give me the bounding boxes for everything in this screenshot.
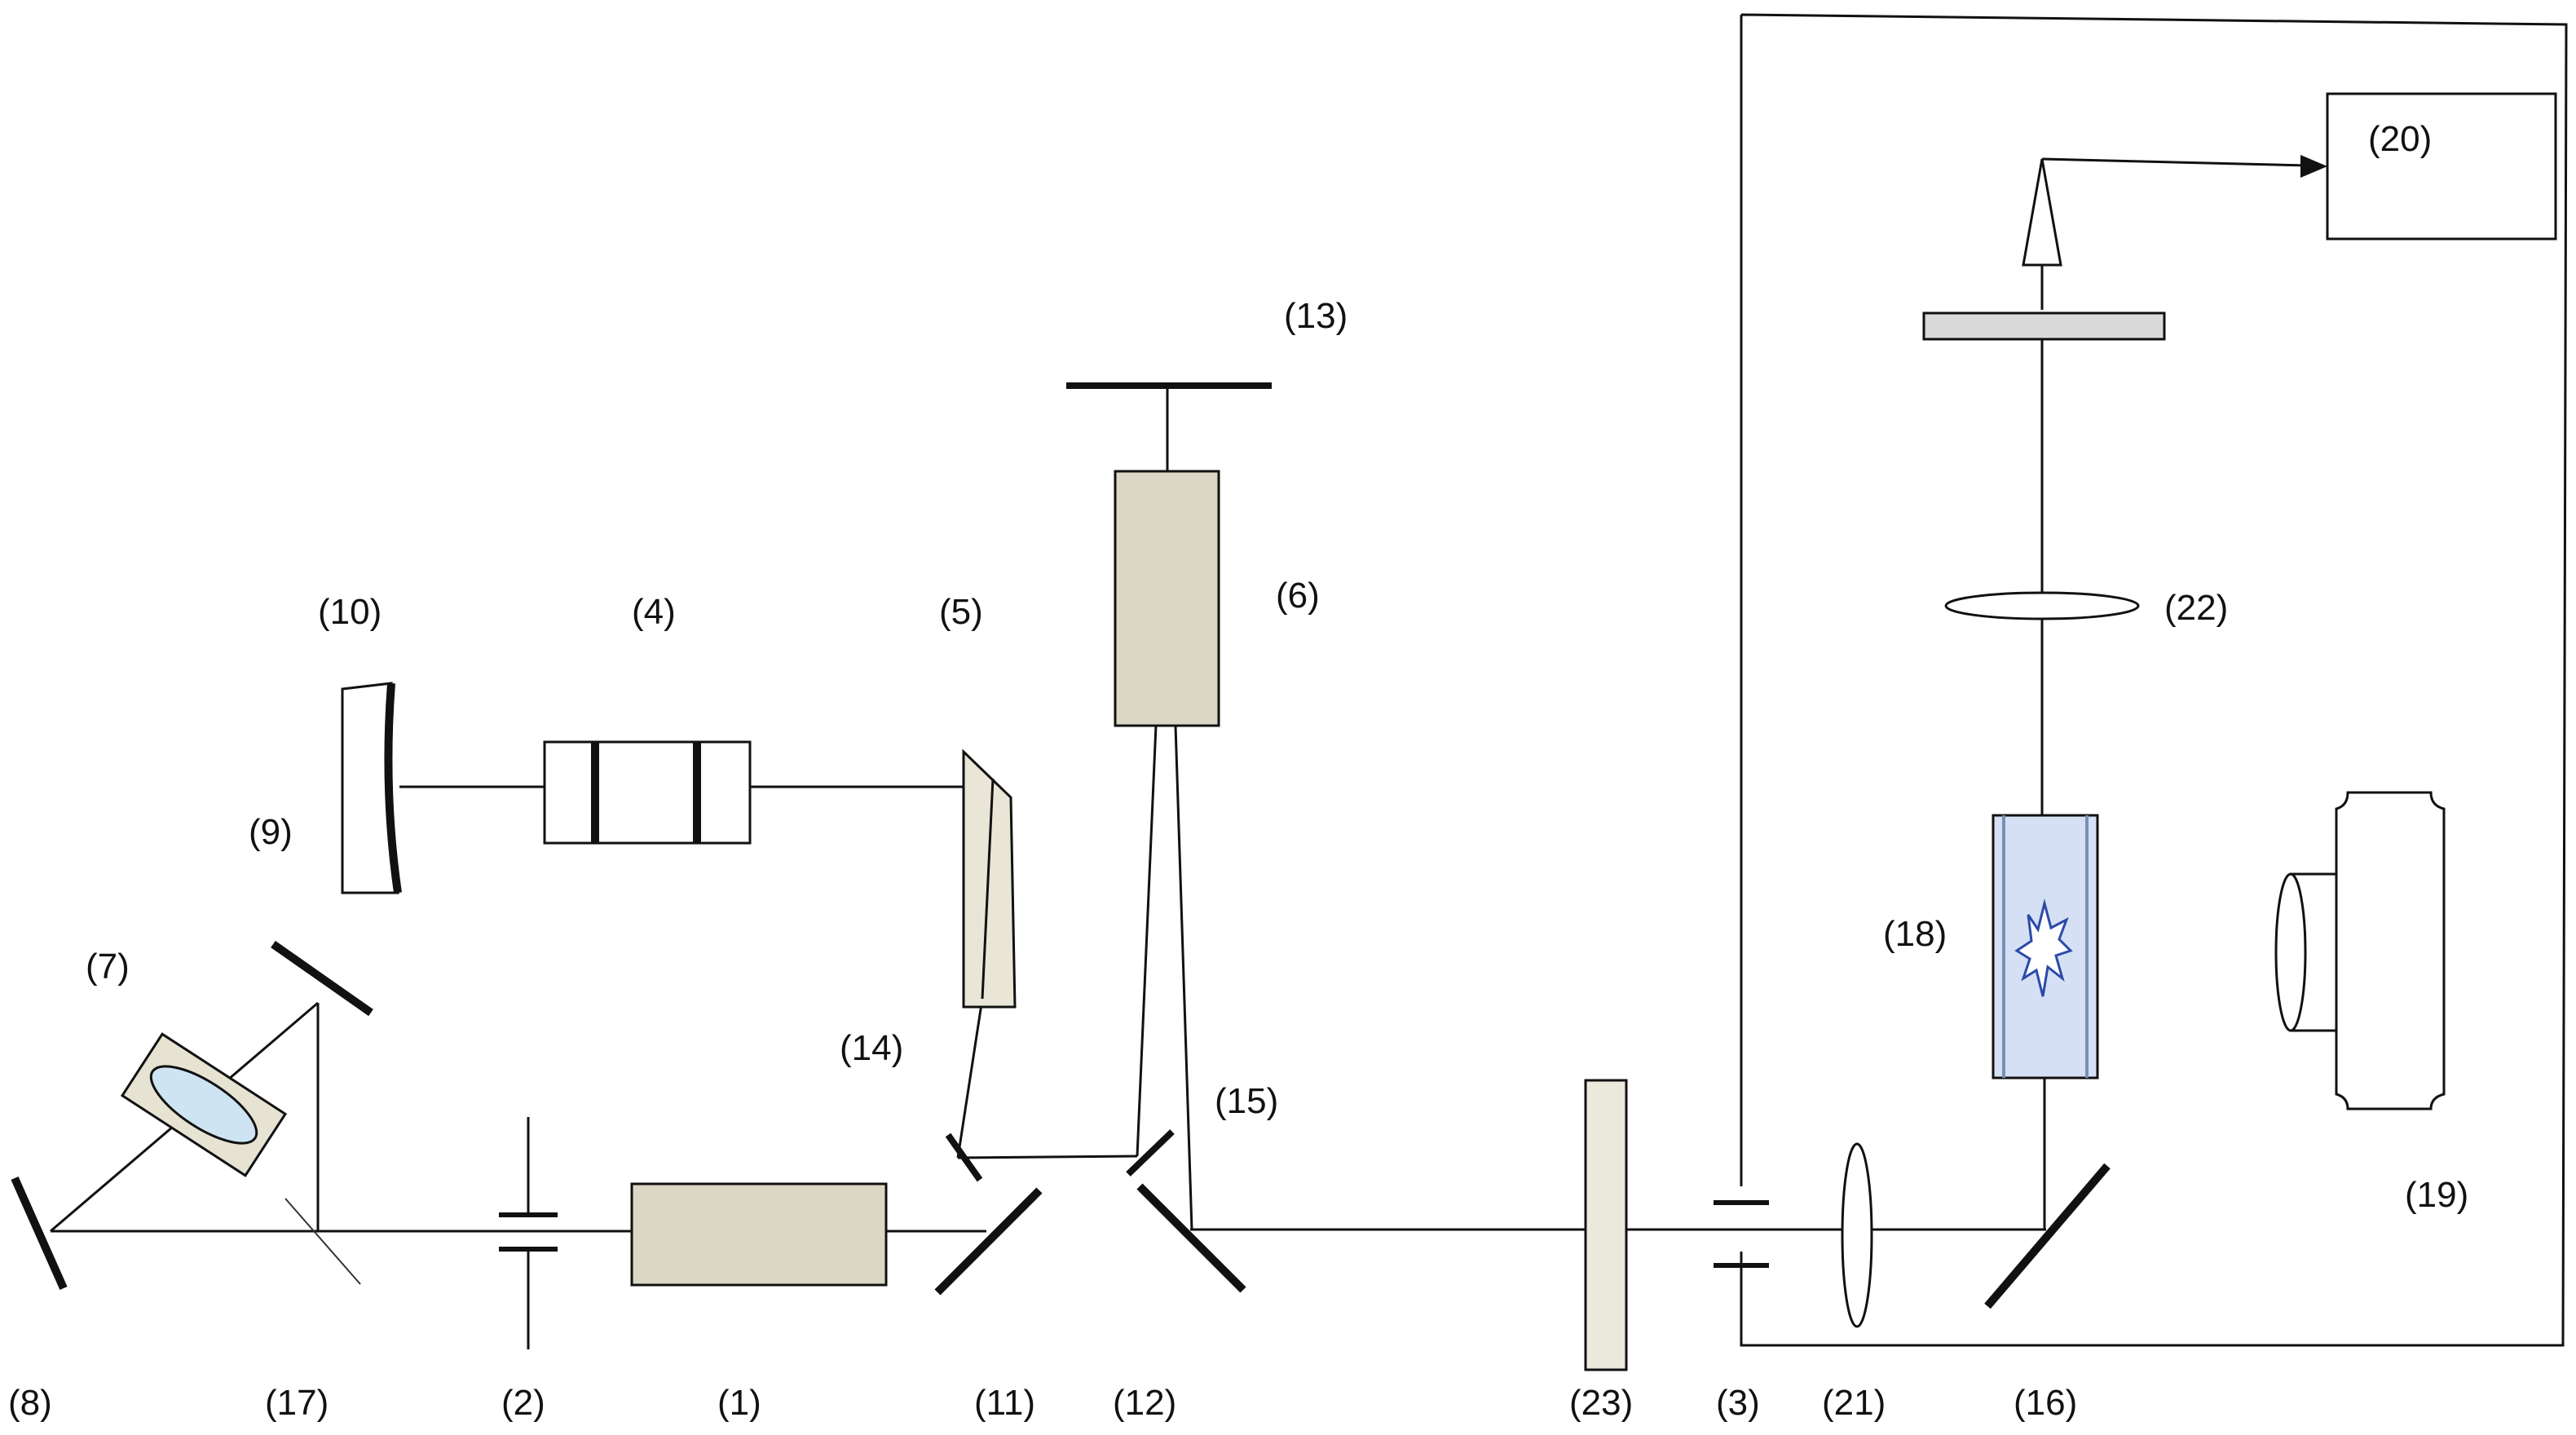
label-8: (8) (8, 1383, 52, 1423)
label-7: (7) (86, 947, 130, 987)
label-21: (21) (1822, 1383, 1886, 1423)
label-14: (14) (840, 1028, 903, 1068)
mirror-11 (934, 1187, 1043, 1296)
arrow-head-icon (2300, 155, 2327, 178)
mirror-15 (1126, 1129, 1175, 1177)
fiber-to-spectrometer (2041, 157, 2308, 167)
label-9: (9) (249, 812, 293, 852)
mirror-16 (1984, 1163, 2111, 1309)
aperture-3 (1714, 1200, 1769, 1268)
filter-plate (1922, 311, 2166, 341)
crystal-7 (120, 1032, 288, 1177)
label-1: (1) (717, 1383, 761, 1423)
lens-21 (1841, 1142, 1873, 1328)
laser-1 (630, 1182, 888, 1287)
label-16: (16) (2014, 1383, 2077, 1423)
plasma-spark (2014, 899, 2073, 997)
element-4 (543, 740, 752, 845)
label-12: (12) (1113, 1383, 1176, 1423)
label-15: (15) (1215, 1081, 1278, 1121)
spectrometer-20 (2326, 92, 2557, 241)
label-18: (18) (1883, 914, 1947, 954)
label-17: (17) (265, 1383, 329, 1423)
label-4: (4) (632, 592, 676, 632)
fiber-tip (2022, 158, 2062, 267)
label-19: (19) (2405, 1175, 2468, 1215)
enclosure-frame (1740, 13, 2568, 1347)
label-13: (13) (1284, 296, 1348, 336)
beam-14-to-15 (957, 1155, 1138, 1159)
beam-6-to-15 (1136, 725, 1158, 1157)
label-11: (11) (974, 1383, 1035, 1423)
label-3: (3) (1716, 1383, 1760, 1423)
label-6: (6) (1276, 576, 1320, 616)
splitter-17 (285, 1198, 361, 1285)
label-22: (22) (2164, 588, 2228, 628)
curved-mirror-9-10 (341, 682, 402, 894)
camera-19 (2274, 791, 2446, 1110)
label-20: (20) (2368, 119, 2432, 159)
beam-5-to-14 (956, 998, 984, 1159)
prism-5 (962, 748, 1017, 1009)
beam-6-to-12 (1174, 725, 1193, 1230)
label-10: (10) (318, 592, 382, 632)
mirror-8 (11, 1176, 68, 1291)
plate-23 (1584, 1079, 1628, 1371)
label-23: (23) (1569, 1383, 1633, 1423)
mirror-14 (945, 1133, 983, 1182)
cuvette-18 (1992, 814, 2099, 1080)
label-5: (5) (939, 592, 983, 632)
lens-22 (1944, 591, 2140, 620)
label-2: (2) (501, 1383, 545, 1423)
mirror-12 (1136, 1183, 1246, 1293)
mirror-ring-corner (271, 940, 373, 1017)
amplifier-6 (1114, 470, 1220, 727)
aperture-2 (499, 1117, 558, 1349)
